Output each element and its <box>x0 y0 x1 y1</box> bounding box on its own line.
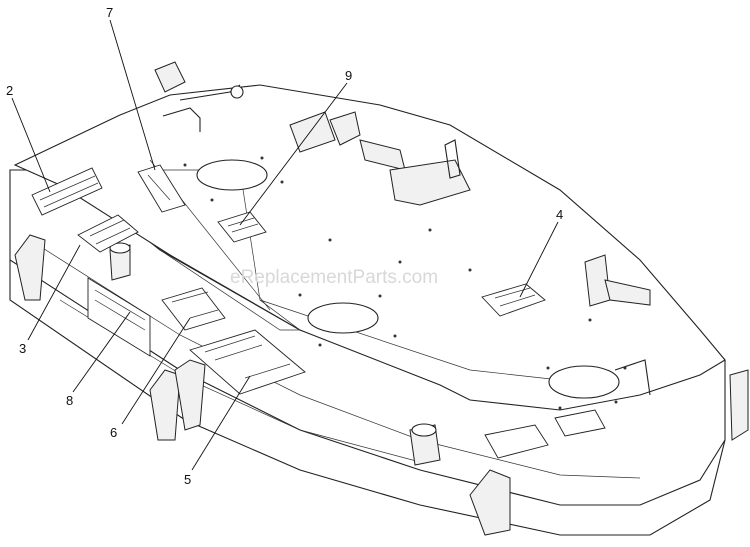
callout-8: 8 <box>66 393 73 408</box>
watermark-text: eReplacementParts.com <box>230 267 438 288</box>
callout-6: 6 <box>110 425 117 440</box>
callout-7: 7 <box>106 5 113 20</box>
deck-brackets <box>154 61 651 396</box>
callout-9: 9 <box>345 68 352 83</box>
callout-4: 4 <box>556 207 563 222</box>
decal-item-8 <box>87 277 151 357</box>
callout-5: 5 <box>184 472 191 487</box>
decal-front-right <box>484 409 606 459</box>
decal-item-3 <box>77 214 139 253</box>
callout-2: 2 <box>6 83 13 98</box>
deck-top-plate <box>13 84 726 411</box>
front-brackets <box>14 234 749 536</box>
decal-item-2 <box>31 167 103 216</box>
callout-leaders <box>11 19 559 471</box>
decal-item-9 <box>217 211 267 243</box>
decal-item-6 <box>161 287 226 331</box>
decal-item-5 <box>189 329 306 395</box>
decal-item-7 <box>137 164 186 213</box>
callout-3: 3 <box>19 341 26 356</box>
